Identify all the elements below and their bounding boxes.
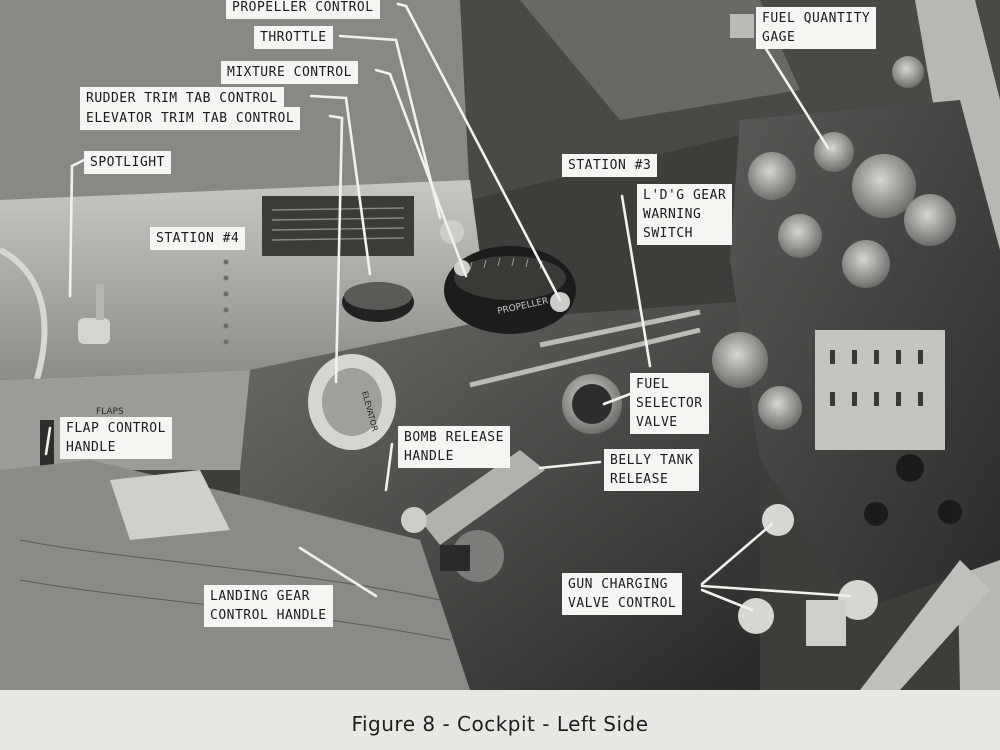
leader-rudder-trim — [309, 94, 372, 276]
label-spotlight: SPOTLIGHT — [84, 151, 171, 174]
label-mixture-control: MIXTURE CONTROL — [221, 61, 358, 84]
label-fuel-selector-valve: FUEL SELECTOR VALVE — [630, 373, 709, 434]
flaps-placard: FLAPS — [96, 407, 124, 417]
seat-cushion — [0, 460, 470, 690]
label-elevator-trim-tab-control: ELEVATOR TRIM TAB CONTROL — [80, 107, 301, 130]
leader-fuel-quantity — [756, 34, 830, 150]
label-station-4: STATION #4 — [150, 227, 246, 250]
elevator-trim-wheel: ELEVATOR — [308, 354, 396, 450]
panel-knobs — [864, 454, 962, 526]
label-gun-charging-valve-control: GUN CHARGING VALVE CONTROL — [562, 573, 683, 615]
label-propeller-control: PROPELLER CONTROL — [226, 0, 380, 19]
label-landing-gear-control-handle: LANDING GEAR CONTROL HANDLE — [204, 585, 333, 627]
label-rudder-trim-tab-control: RUDDER TRIM TAB CONTROL — [80, 87, 284, 110]
leader-gun-charging-1 — [700, 522, 774, 586]
switch-panel — [815, 330, 945, 450]
label-station-3: STATION #3 — [562, 154, 658, 177]
rudder-trim-wheel — [342, 282, 414, 322]
leader-spotlight — [68, 158, 86, 298]
leader-fuel-selector — [602, 392, 632, 406]
control-rods — [469, 309, 701, 388]
label-flap-control-handle: FLAP CONTROL HANDLE — [60, 417, 172, 459]
cockpit-photo: FLAPS ELEVATOR PROPELLER — [0, 0, 1000, 690]
leader-landing-gear — [298, 546, 378, 598]
leader-gun-charging-2 — [700, 588, 754, 612]
label-fuel-quantity-gage: FUEL QUANTITY GAGE — [756, 7, 877, 49]
leader-belly-tank — [538, 460, 602, 470]
spotlight-fixture — [78, 284, 110, 344]
label-bomb-release-handle: BOMB RELEASE HANDLE — [398, 426, 510, 468]
cockpit-photo-region: FLAPS ELEVATOR PROPELLER — [0, 0, 1000, 690]
leader-propeller — [396, 2, 562, 302]
bomb-release-linkage — [401, 450, 545, 545]
label-throttle: THROTTLE — [254, 26, 333, 49]
seat-pad — [110, 470, 230, 540]
label-belly-tank-release: BELLY TANK RELEASE — [604, 449, 700, 491]
leader-bomb-release — [384, 442, 394, 492]
fuel-selector-dial — [562, 374, 622, 434]
fuel-gage-housing — [730, 14, 754, 38]
control-stick-outline — [0, 247, 48, 402]
figure-caption: Figure 8 - Cockpit - Left Side — [351, 712, 649, 736]
callout-leader-lines — [44, 2, 852, 612]
label-ldg-gear-warning-switch: L'D'G GEAR WARNING SWITCH — [637, 184, 733, 245]
leader-elevator-trim — [328, 114, 344, 384]
gun-charging-valves — [738, 504, 990, 690]
rivet-column — [223, 259, 229, 345]
landing-gear-handle-assembly — [440, 530, 504, 582]
leader-flap — [44, 426, 52, 456]
instrument-gauges — [712, 56, 956, 430]
leader-throttle — [338, 34, 442, 220]
leader-station3 — [620, 194, 652, 368]
leader-gun-charging-3 — [700, 584, 852, 598]
switch-panel-toggles — [830, 350, 923, 406]
leader-mixture — [374, 68, 468, 278]
